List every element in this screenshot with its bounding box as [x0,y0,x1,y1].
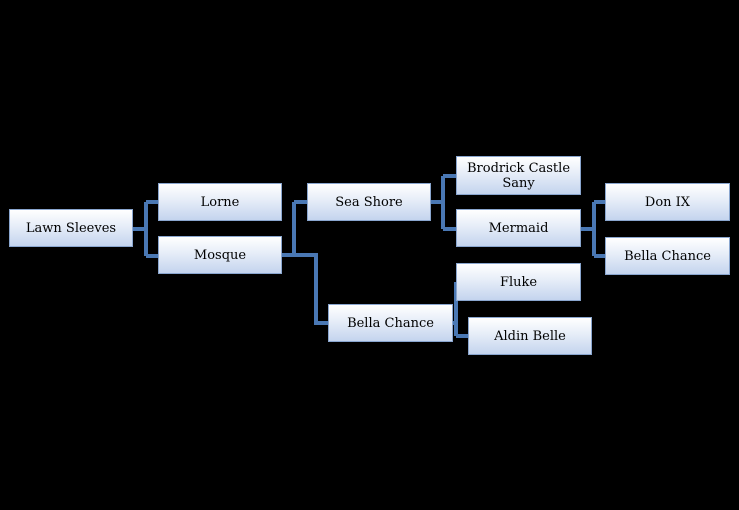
node-label: Mermaid [488,220,549,236]
node-don-ix: Don IX [605,183,730,221]
node-label: Lorne [200,194,240,210]
node-aldin-belle: Aldin Belle [468,317,592,355]
connector-seashore-parents [431,174,456,231]
node-mosque: Mosque [158,236,282,274]
connector-bellachance-parents [453,282,468,338]
node-label: Aldin Belle [494,328,566,344]
node-lawn-sleeves: Lawn Sleeves [9,209,133,247]
node-label: Bella Chance [347,315,434,331]
node-label: Sea Shore [335,194,403,210]
node-label: Fluke [499,274,538,290]
node-bella-chance-dam: Bella Chance [328,304,453,342]
node-brodrick-castle-sany: Brodrick Castle Sany [456,156,581,195]
node-sea-shore: Sea Shore [307,183,431,221]
node-lorne: Lorne [158,183,282,221]
node-label: Lawn Sleeves [25,220,117,236]
node-fluke: Fluke [456,263,581,301]
node-label: Mosque [193,247,247,263]
node-label: Don IX [644,194,691,210]
connector-mermaid-parents [581,200,605,258]
node-label: Bella Chance [624,248,711,264]
connector-root-parents [133,200,158,258]
node-bella-chance-granddam: Bella Chance [605,237,730,275]
node-label: Brodrick Castle Sany [466,160,571,191]
node-mermaid: Mermaid [456,209,581,247]
connector-mosque-parents [282,200,328,325]
